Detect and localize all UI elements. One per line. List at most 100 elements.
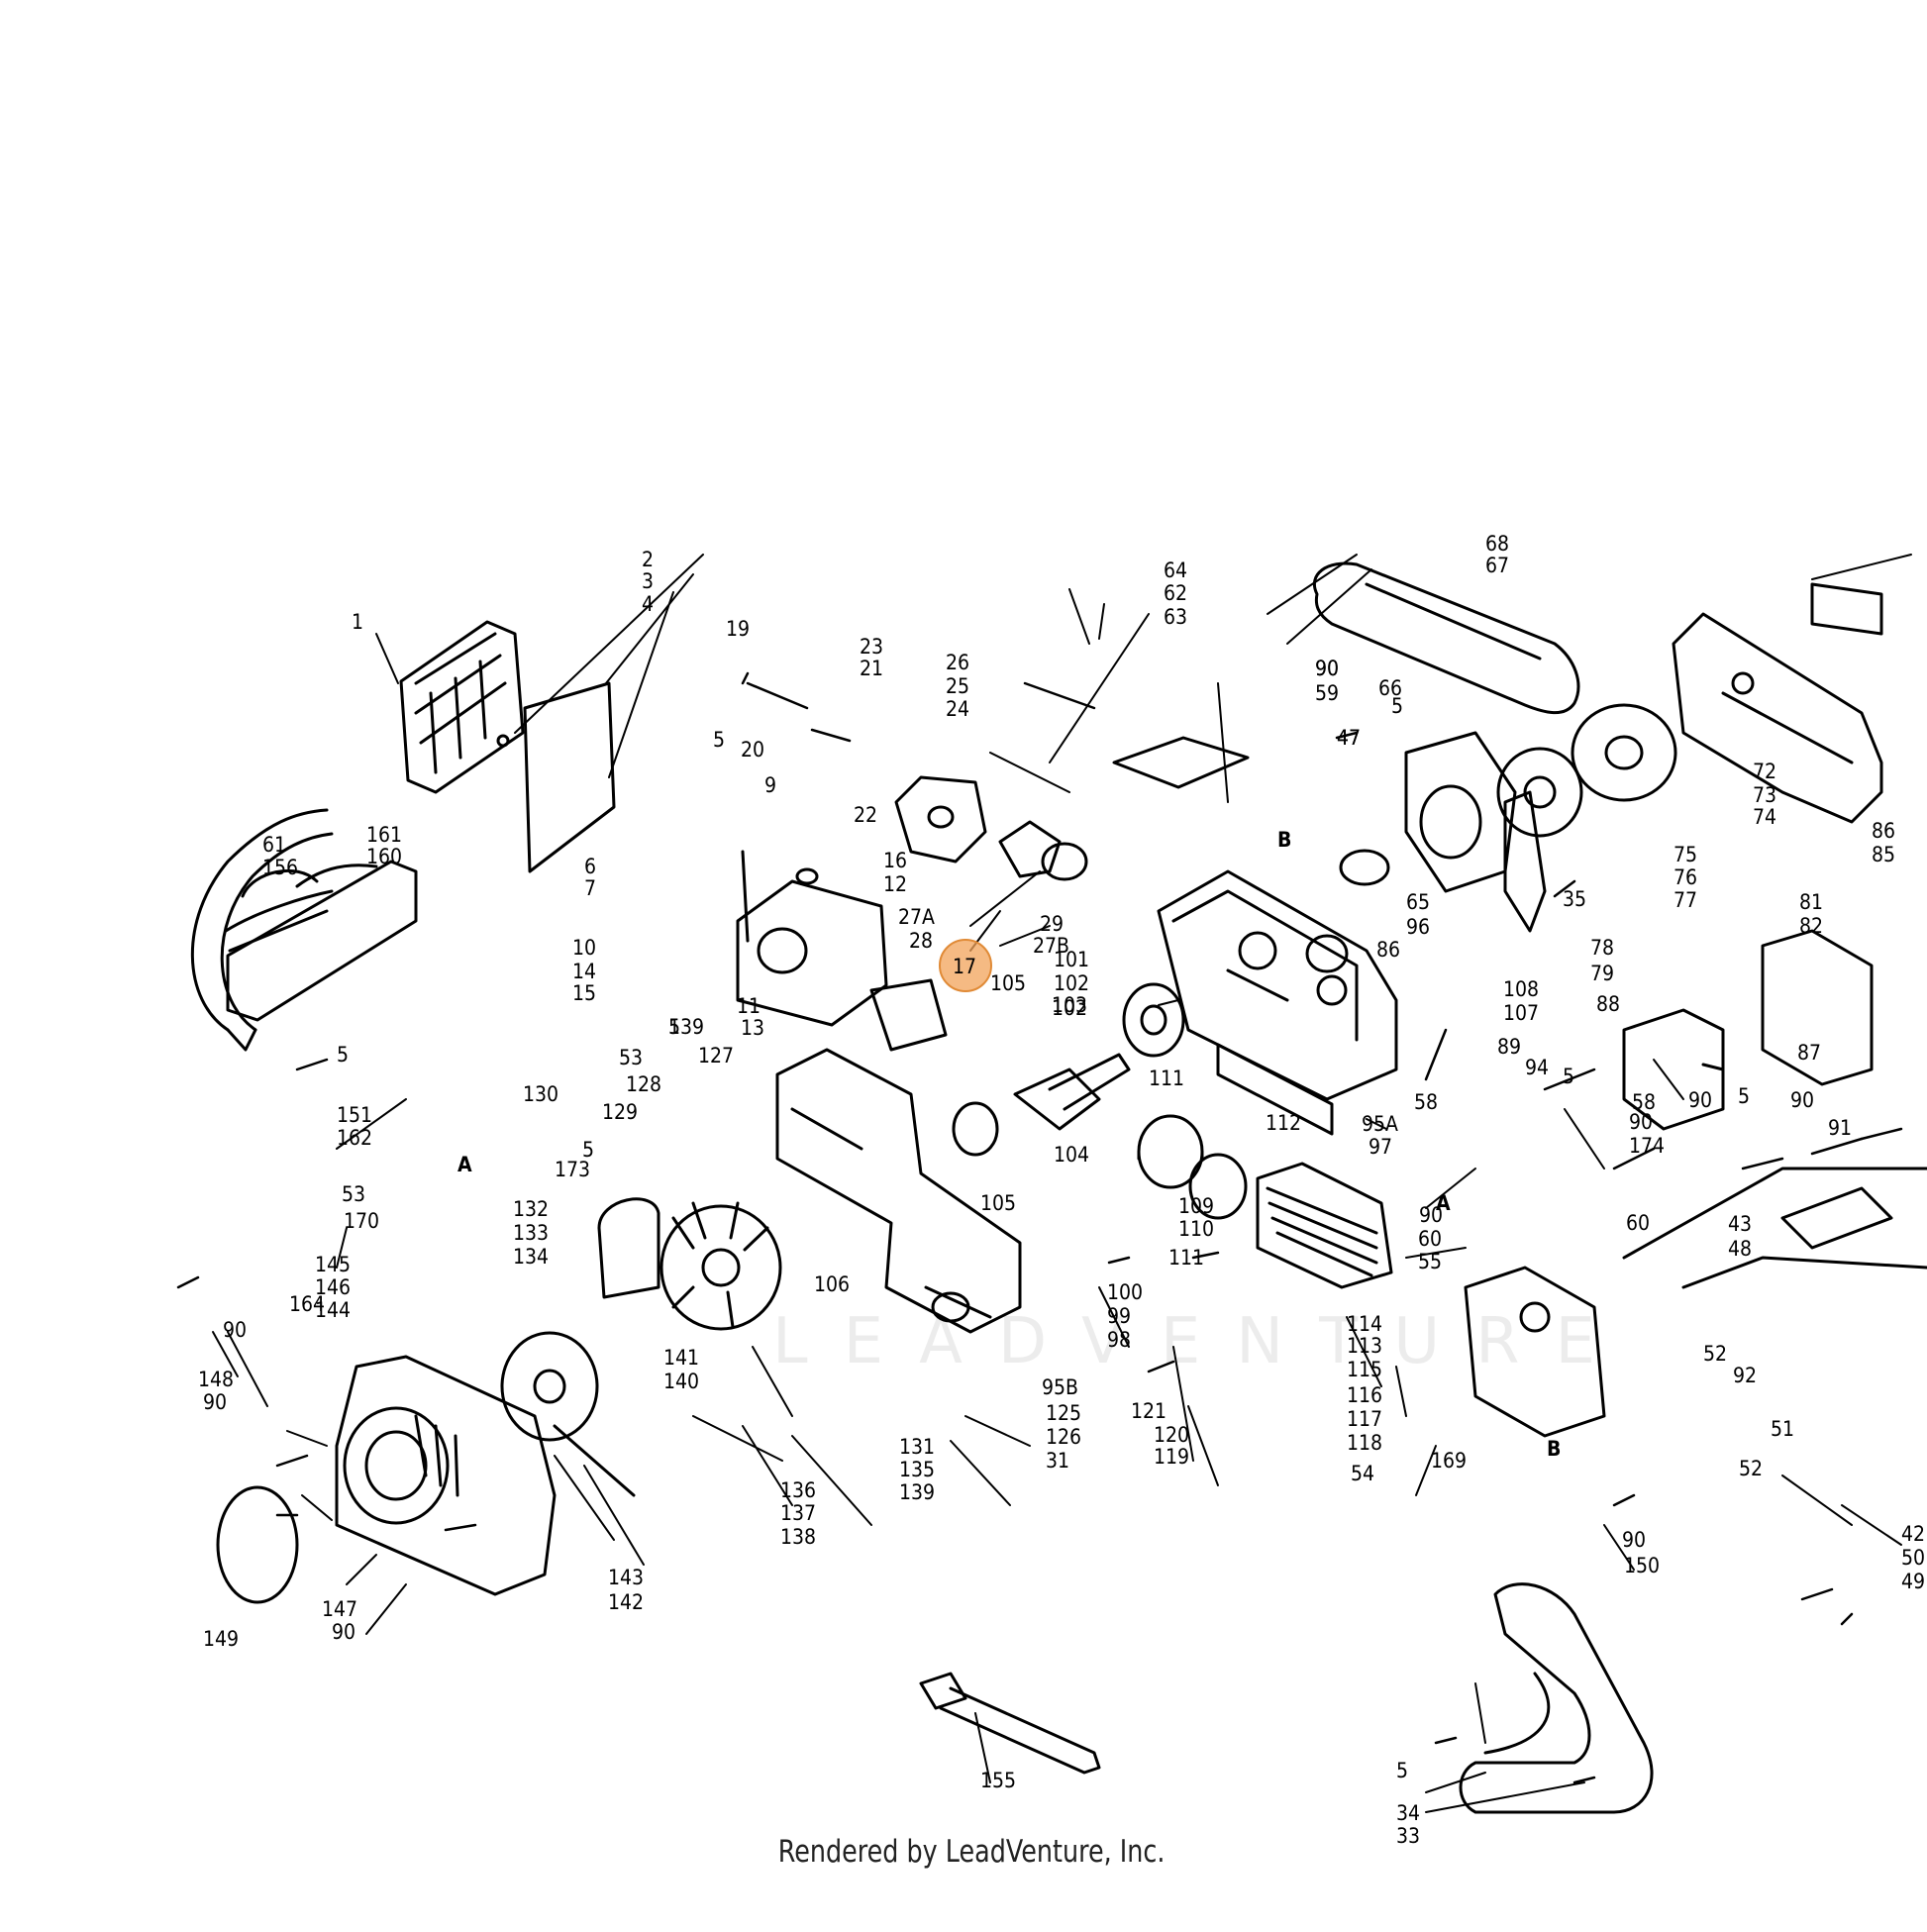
callout-140[interactable]: 140 xyxy=(663,1370,699,1393)
callout-96[interactable]: 96 xyxy=(1406,915,1430,939)
callout-121[interactable]: 121 xyxy=(1131,1399,1166,1423)
callout-102[interactable]: 102 xyxy=(1054,971,1089,995)
callout-117[interactable]: 117 xyxy=(1347,1407,1382,1431)
callout-50[interactable]: 50 xyxy=(1901,1546,1925,1570)
callout-85[interactable]: 85 xyxy=(1872,843,1895,866)
callout-63[interactable]: 63 xyxy=(1164,605,1187,629)
callout-5-repeat[interactable]: 5 xyxy=(668,1015,680,1039)
callout-76[interactable]: 76 xyxy=(1673,865,1697,889)
callout-115[interactable]: 115 xyxy=(1347,1358,1382,1381)
callout-12[interactable]: 12 xyxy=(883,872,907,896)
callout-155[interactable]: 155 xyxy=(980,1769,1016,1792)
callout-6[interactable]: 6 xyxy=(584,855,596,878)
callout-94[interactable]: 94 xyxy=(1525,1056,1549,1079)
callout-65[interactable]: 65 xyxy=(1406,890,1430,914)
callout-111-repeat[interactable]: 111 xyxy=(1149,1067,1184,1090)
callout-161[interactable]: 161 xyxy=(366,823,402,847)
callout-47[interactable]: 47 xyxy=(1337,726,1361,750)
highlight-ring[interactable] xyxy=(939,939,992,992)
callout-49[interactable]: 49 xyxy=(1901,1570,1925,1593)
callout-111[interactable]: 111 xyxy=(1168,1246,1204,1270)
callout-33[interactable]: 33 xyxy=(1396,1824,1420,1848)
callout-26[interactable]: 26 xyxy=(946,651,969,674)
callout-150[interactable]: 150 xyxy=(1624,1554,1660,1577)
callout-31[interactable]: 31 xyxy=(1046,1449,1069,1473)
callout-139-repeat[interactable]: 139 xyxy=(668,1015,704,1039)
callout-151[interactable]: 151 xyxy=(337,1103,372,1127)
callout-100[interactable]: 100 xyxy=(1107,1280,1143,1304)
callout-22[interactable]: 22 xyxy=(854,803,877,827)
callout-90-repeat[interactable]: 90 xyxy=(203,1390,227,1414)
callout-3[interactable]: 3 xyxy=(642,569,654,593)
callout-52[interactable]: 52 xyxy=(1703,1342,1727,1366)
callout-90[interactable]: 90 xyxy=(1315,657,1339,680)
callout-42[interactable]: 42 xyxy=(1901,1522,1925,1546)
callout-141[interactable]: 141 xyxy=(663,1346,699,1370)
callout-136[interactable]: 136 xyxy=(780,1478,816,1502)
callout-119[interactable]: 119 xyxy=(1154,1445,1189,1469)
callout-5-repeat[interactable]: 5 xyxy=(582,1138,594,1162)
callout-134[interactable]: 134 xyxy=(513,1245,549,1269)
callout-29[interactable]: 29 xyxy=(1040,912,1064,936)
callout-89[interactable]: 89 xyxy=(1497,1035,1521,1059)
callout-62[interactable]: 62 xyxy=(1164,581,1187,605)
callout-34[interactable]: 34 xyxy=(1396,1801,1420,1825)
callout-17-highlighted[interactable]: 17 xyxy=(953,955,976,978)
callout-23[interactable]: 23 xyxy=(860,635,883,659)
callout-59[interactable]: 59 xyxy=(1315,681,1339,705)
callout-120[interactable]: 120 xyxy=(1154,1423,1189,1447)
callout-60[interactable]: 60 xyxy=(1418,1227,1442,1251)
callout-74[interactable]: 74 xyxy=(1753,805,1776,829)
callout-174[interactable]: 174 xyxy=(1629,1134,1665,1158)
callout-54[interactable]: 54 xyxy=(1351,1462,1374,1485)
callout-35[interactable]: 35 xyxy=(1563,887,1586,911)
callout-137[interactable]: 137 xyxy=(780,1501,816,1525)
callout-107[interactable]: 107 xyxy=(1503,1001,1539,1025)
callout-144[interactable]: 144 xyxy=(315,1298,351,1322)
callout-125[interactable]: 125 xyxy=(1046,1401,1081,1425)
callout-90-repeat[interactable]: 90 xyxy=(1419,1203,1443,1227)
callout-162[interactable]: 162 xyxy=(337,1126,372,1150)
callout-173[interactable]: 173 xyxy=(555,1158,590,1181)
callout-145[interactable]: 145 xyxy=(315,1253,351,1276)
callout-90-repeat[interactable]: 90 xyxy=(1315,657,1339,680)
callout-75[interactable]: 75 xyxy=(1673,843,1697,866)
callout-24[interactable]: 24 xyxy=(946,697,969,721)
callout-14[interactable]: 14 xyxy=(572,960,596,983)
callout-77[interactable]: 77 xyxy=(1673,888,1697,912)
callout-105-repeat[interactable]: 105 xyxy=(990,971,1026,995)
callout-86-repeat[interactable]: 86 xyxy=(1376,938,1400,962)
callout-43[interactable]: 43 xyxy=(1728,1212,1752,1236)
callout-114[interactable]: 114 xyxy=(1347,1312,1382,1336)
callout-133[interactable]: 133 xyxy=(513,1221,549,1245)
callout-53-repeat[interactable]: 53 xyxy=(342,1182,365,1206)
callout-19[interactable]: 19 xyxy=(726,617,750,641)
callout-131[interactable]: 131 xyxy=(899,1435,935,1459)
callout-79[interactable]: 79 xyxy=(1590,962,1614,985)
callout-68[interactable]: 68 xyxy=(1485,532,1509,556)
callout-147[interactable]: 147 xyxy=(322,1597,357,1621)
callout-58-repeat[interactable]: 58 xyxy=(1632,1090,1656,1114)
callout-81[interactable]: 81 xyxy=(1799,890,1823,914)
callout-5-repeat[interactable]: 5 xyxy=(1738,1084,1750,1108)
callout-101[interactable]: 101 xyxy=(1054,948,1089,971)
callout-113[interactable]: 113 xyxy=(1347,1334,1382,1358)
callout-129[interactable]: 129 xyxy=(602,1100,638,1124)
callout-64[interactable]: 64 xyxy=(1164,559,1187,582)
callout-160[interactable]: 160 xyxy=(366,845,402,868)
callout-5[interactable]: 5 xyxy=(713,728,725,752)
callout-135[interactable]: 135 xyxy=(899,1458,935,1481)
callout-16[interactable]: 16 xyxy=(883,849,907,872)
callout-132[interactable]: 132 xyxy=(513,1197,549,1221)
callout-92[interactable]: 92 xyxy=(1733,1364,1757,1387)
callout-91[interactable]: 91 xyxy=(1828,1116,1852,1140)
callout-112[interactable]: 112 xyxy=(1266,1111,1301,1135)
callout-127[interactable]: 127 xyxy=(698,1044,734,1068)
callout-25[interactable]: 25 xyxy=(946,674,969,698)
callout-4[interactable]: 4 xyxy=(642,592,654,616)
callout-102-repeat[interactable]: 102 xyxy=(1052,996,1087,1020)
callout-143[interactable]: 143 xyxy=(608,1566,644,1589)
callout-48[interactable]: 48 xyxy=(1728,1237,1752,1261)
callout-156[interactable]: 156 xyxy=(262,856,298,879)
callout-51[interactable]: 51 xyxy=(1771,1417,1794,1441)
